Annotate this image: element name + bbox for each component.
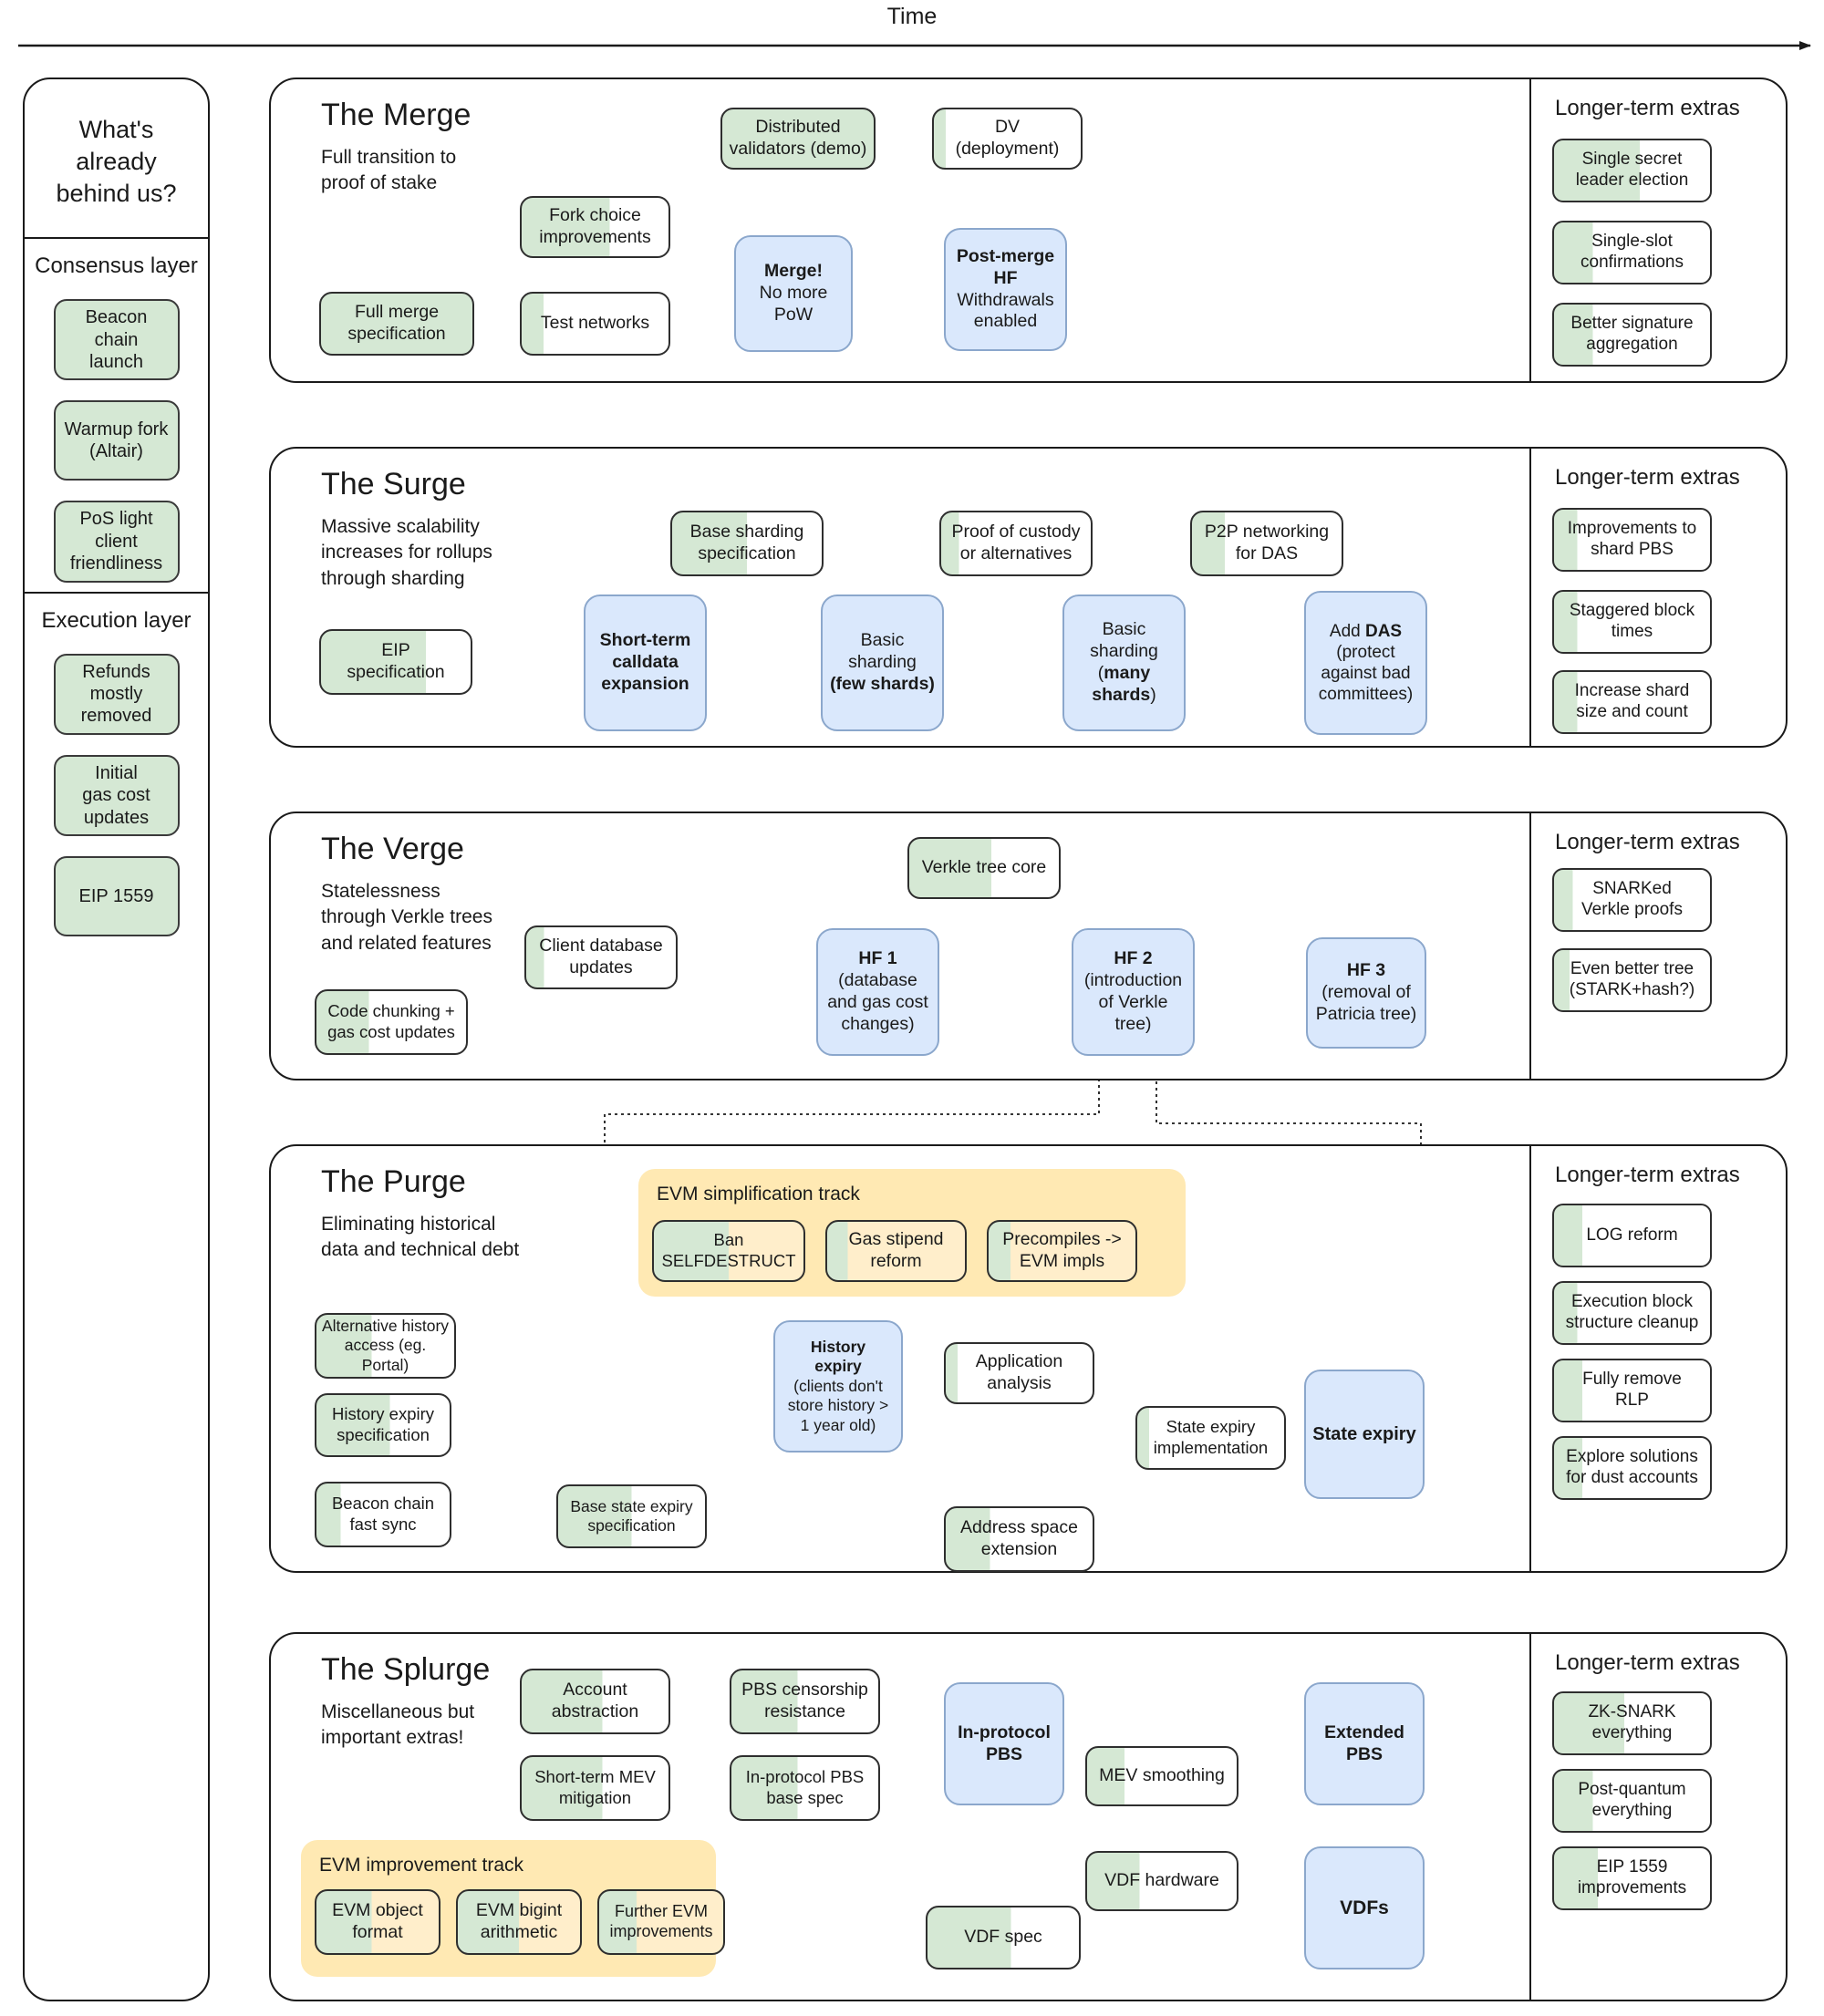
phase-title: The Surge bbox=[321, 467, 466, 501]
sidebar-divider bbox=[25, 237, 208, 240]
extras-item: SNARKed Verkle proofs bbox=[1552, 868, 1712, 932]
node-verkle-tree-core: Verkle tree core bbox=[907, 837, 1061, 899]
extras-item: EIP 1559 improvements bbox=[1552, 1846, 1712, 1910]
time-axis-label: Time bbox=[886, 4, 938, 29]
node-evm-bigint-arithmetic: EVM bigint arithmetic bbox=[456, 1889, 582, 1955]
node-proof-of-custody: Proof of custody or alternatives bbox=[939, 511, 1093, 576]
node-pbs-censorship-resistance: PBS censorship resistance bbox=[730, 1669, 880, 1734]
phase-subtitle: Statelessness through Verkle trees and r… bbox=[321, 881, 492, 954]
extras-item: Post-quantum everything bbox=[1552, 1769, 1712, 1833]
sidebar-title: What's already behind us? bbox=[56, 116, 177, 208]
node-short-term-mev-mitigation: Short-term MEV mitigation bbox=[520, 1755, 670, 1821]
node-evm-object-format: EVM object format bbox=[315, 1889, 440, 1955]
node-alternative-history-access: Alternative history access (eg. Portal) bbox=[315, 1313, 456, 1379]
extras-divider bbox=[1529, 78, 1531, 383]
node-state-expiry: State expiry bbox=[1304, 1370, 1425, 1499]
node-test-networks: Test networks bbox=[520, 292, 670, 356]
sidebar-item: Warmup fork (Altair) bbox=[53, 400, 180, 481]
track-panel-label: EVM simplification track bbox=[657, 1184, 860, 1204]
extras-item: Fully remove RLP bbox=[1552, 1359, 1712, 1422]
phase-subtitle: Massive scalability increases for rollup… bbox=[321, 516, 492, 589]
node-distributed-validators-demo: Distributed validators (demo) bbox=[720, 108, 876, 170]
extras-item: ZK-SNARK everything bbox=[1552, 1691, 1712, 1755]
phase-title: The Splurge bbox=[321, 1652, 491, 1687]
extras-title: Longer-term extras bbox=[1555, 1650, 1740, 1675]
sidebar-item: PoS light client friendliness bbox=[53, 501, 180, 583]
extras-title: Longer-term extras bbox=[1555, 465, 1740, 490]
sidebar-item: Refunds mostly removed bbox=[53, 653, 180, 735]
node-beacon-chain-fast-sync: Beacon chain fast sync bbox=[315, 1482, 451, 1547]
track-panel-label: EVM improvement track bbox=[319, 1855, 524, 1876]
node-ban-selfdestruct: Ban SELFDESTRUCT bbox=[652, 1220, 805, 1282]
extras-item: Staggered block times bbox=[1552, 590, 1712, 654]
extras-divider bbox=[1529, 1632, 1531, 2001]
phase-subtitle: Full transition to proof of stake bbox=[321, 147, 457, 194]
sidebar-panel: What's already behind us? Consensus laye… bbox=[23, 78, 210, 2001]
node-further-evm-improvements: Further EVM improvements bbox=[597, 1889, 725, 1955]
node-history-expiry-specification: History expiry specification bbox=[315, 1393, 451, 1457]
node-vdf-spec: VDF spec bbox=[926, 1906, 1081, 1969]
phase-subtitle: Eliminating historical data and technica… bbox=[321, 1214, 520, 1261]
node-address-space-extension: Address space extension bbox=[944, 1506, 1094, 1572]
extras-item: Explore solutions for dust accounts bbox=[1552, 1436, 1712, 1500]
extras-item: Improvements to shard PBS bbox=[1552, 508, 1712, 572]
extras-title: Longer-term extras bbox=[1555, 1163, 1740, 1187]
node-client-database-updates: Client database updates bbox=[524, 925, 678, 989]
extras-divider bbox=[1529, 812, 1531, 1080]
phase-title: The Purge bbox=[321, 1164, 466, 1199]
node-gas-stipend-reform: Gas stipend reform bbox=[825, 1220, 967, 1282]
node-vdfs: VDFs bbox=[1304, 1846, 1425, 1969]
sidebar-item: Beacon chain launch bbox=[53, 299, 180, 381]
node-state-expiry-implementation: State expiry implementation bbox=[1135, 1406, 1286, 1470]
node-in-protocol-pbs-base-spec: In-protocol PBS base spec bbox=[730, 1755, 880, 1821]
node-full-merge-specification: Full merge specification bbox=[319, 292, 474, 356]
sidebar-divider bbox=[25, 591, 208, 594]
phase-title: The Merge bbox=[321, 98, 472, 132]
extras-item: Execution block structure cleanup bbox=[1552, 1281, 1712, 1345]
sidebar-item: Initial gas cost updates bbox=[53, 754, 180, 836]
extras-item: LOG reform bbox=[1552, 1204, 1712, 1267]
extras-item: Single-slot confirmations bbox=[1552, 221, 1712, 284]
sidebar-section-label: Consensus layer bbox=[35, 253, 198, 279]
sidebar-section-label: Execution layer bbox=[41, 607, 192, 633]
node-p2p-networking-for-das: P2P networking for DAS bbox=[1190, 511, 1343, 576]
phase-subtitle: Miscellaneous but important extras! bbox=[321, 1701, 475, 1749]
sidebar-item: EIP 1559 bbox=[53, 855, 180, 936]
node-base-state-expiry-specification: Base state expiry specification bbox=[556, 1484, 707, 1548]
node-account-abstraction: Account abstraction bbox=[520, 1669, 670, 1734]
node-base-sharding-specification: Base sharding specification bbox=[670, 511, 824, 576]
node-fork-choice-improvements: Fork choice improvements bbox=[520, 196, 670, 258]
node-vdf-hardware: VDF hardware bbox=[1085, 1851, 1238, 1911]
node-eip-specification: EIP specification bbox=[319, 629, 472, 695]
extras-divider bbox=[1529, 447, 1531, 748]
node-dv-deployment: DV (deployment) bbox=[932, 108, 1083, 170]
extras-item: Increase shard size and count bbox=[1552, 670, 1712, 734]
extras-divider bbox=[1529, 1144, 1531, 1573]
extras-title: Longer-term extras bbox=[1555, 96, 1740, 120]
node-mev-smoothing: MEV smoothing bbox=[1085, 1746, 1238, 1806]
node-code-chunking-gas-cost: Code chunking + gas cost updates bbox=[315, 989, 468, 1055]
node-application-analysis: Application analysis bbox=[944, 1342, 1094, 1404]
extras-item: Even better tree (STARK+hash?) bbox=[1552, 948, 1712, 1012]
phase-title: The Verge bbox=[321, 832, 464, 866]
extras-item: Better signature aggregation bbox=[1552, 303, 1712, 367]
node-precompiles-evm-impls: Precompiles -> EVM impls bbox=[987, 1220, 1137, 1282]
extras-item: Single secret leader election bbox=[1552, 139, 1712, 202]
extras-title: Longer-term extras bbox=[1555, 830, 1740, 854]
